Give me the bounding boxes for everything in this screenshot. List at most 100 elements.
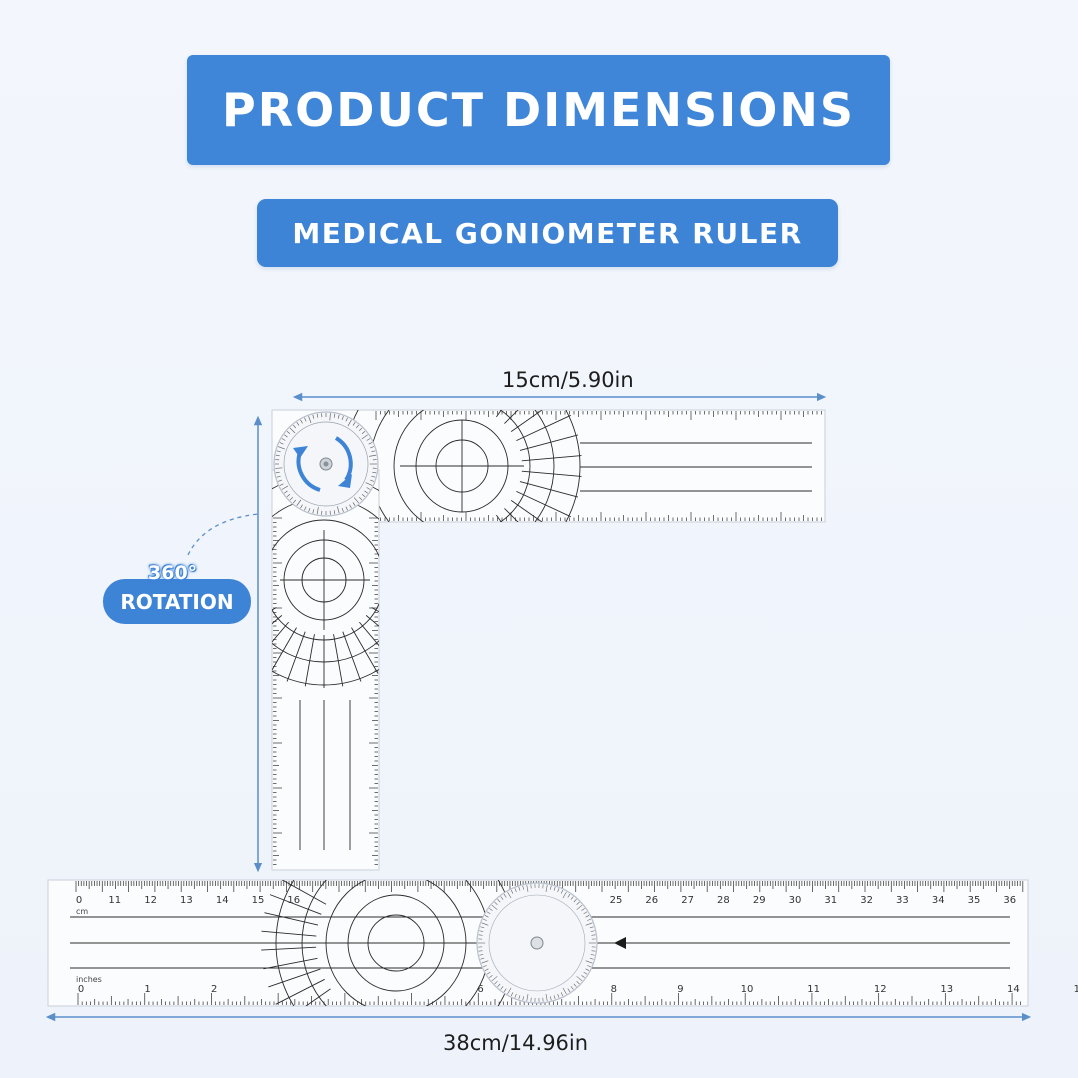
inch-tick-label: 15 <box>1074 984 1078 995</box>
dial-tick <box>500 896 504 900</box>
goniometer-swivel-dial <box>273 411 379 517</box>
dial-tick <box>585 968 590 971</box>
dial-tick <box>275 471 280 474</box>
dial-tick <box>364 490 368 494</box>
cm-tick-label: 31 <box>824 895 837 906</box>
dial-tick <box>352 422 356 426</box>
dial-tick <box>371 450 376 453</box>
long-ruler-protractor-dial <box>476 882 598 1004</box>
dial-tick <box>296 499 302 506</box>
dial-tick <box>486 971 491 975</box>
page-subtitle: MEDICAL GONIOMETER RULER <box>292 216 803 250</box>
pointer-arrow-icon <box>614 937 626 949</box>
inch-tick-label: 6 <box>477 984 483 995</box>
rotation-label: ROTATION <box>120 589 234 614</box>
dial-tick <box>589 926 594 929</box>
rotation-degrees: 360° <box>148 562 198 584</box>
dial-tick <box>289 496 294 501</box>
dial-tick <box>481 922 489 926</box>
dial-tick <box>370 446 375 449</box>
dial-tick <box>489 908 493 911</box>
cm-tick-label: 30 <box>789 895 802 906</box>
dial-tick <box>316 507 319 515</box>
inch-tick-label: 10 <box>741 984 754 995</box>
dial-tick <box>347 419 352 427</box>
dial-tick <box>372 471 377 474</box>
dial-tick <box>526 993 529 1002</box>
cm-tick-label: 33 <box>896 895 909 906</box>
cm-tick-label: 29 <box>753 895 766 906</box>
dial-tick <box>316 413 319 418</box>
dial-tick <box>279 483 284 486</box>
dial-tick <box>349 504 352 509</box>
dial-tick <box>553 886 556 891</box>
dial-tick <box>522 996 524 1001</box>
inch-tick-label: 12 <box>874 984 887 995</box>
dial-tick <box>296 422 300 426</box>
dial-tick <box>590 954 595 956</box>
dial-tick <box>277 479 282 482</box>
rotation-callout-line <box>187 513 259 556</box>
top-width-label: 15cm/5.90in <box>502 368 634 392</box>
dial-tick <box>353 497 360 504</box>
cm-tick-label: 27 <box>681 895 694 906</box>
dial-tick <box>518 886 521 891</box>
dial-tick <box>484 968 489 971</box>
dial-tick <box>369 454 377 457</box>
inch-tick-label: 13 <box>940 984 953 995</box>
cm-tick-label: 0 <box>76 895 82 906</box>
dial-tick <box>573 898 577 903</box>
protractor-line <box>510 410 543 432</box>
protractor-line <box>263 957 318 970</box>
dial-tick <box>557 888 560 893</box>
cm-tick-label: 26 <box>645 895 658 906</box>
dial-tick <box>358 427 363 432</box>
protractor-line <box>510 500 543 522</box>
dial-tick <box>275 467 283 469</box>
dial-tick <box>576 976 583 982</box>
cm-tick-label: 12 <box>144 895 157 906</box>
dial-tick <box>361 493 366 498</box>
dial-tick <box>491 904 498 910</box>
dial-tick <box>284 490 288 494</box>
dial-tick <box>560 889 564 894</box>
bottom-width-label: 38cm/14.96in <box>443 1031 589 1055</box>
cm-tick-label: 14 <box>216 895 229 906</box>
cm-tick-label: 35 <box>968 895 981 906</box>
goniometer-left-arm <box>271 469 380 871</box>
dial-tick <box>562 891 567 899</box>
dial-tick <box>526 884 529 893</box>
dial-tick <box>371 475 376 478</box>
dial-tick <box>345 417 348 422</box>
protractor-line <box>286 631 306 682</box>
dial-tick <box>289 427 296 434</box>
dial-tick <box>368 442 373 445</box>
dial-tick <box>510 992 514 997</box>
dial-tick <box>557 993 560 998</box>
dial-tick <box>494 901 498 906</box>
dial-tick <box>486 911 491 915</box>
dial-tick <box>478 950 483 952</box>
dial-tick <box>279 442 284 445</box>
subtitle-banner: MEDICAL GONIOMETER RULER <box>257 199 838 267</box>
protractor-line <box>264 912 319 926</box>
inch-tick-label: 14 <box>1007 984 1020 995</box>
dial-tick <box>491 976 498 982</box>
dial-tick <box>276 450 281 453</box>
protractor-line <box>504 410 519 424</box>
dial-tick <box>573 983 577 988</box>
protractor-line <box>519 434 579 451</box>
dial-tick <box>507 987 512 995</box>
cm-tick-label: 28 <box>717 895 730 906</box>
protractor-line <box>496 514 502 522</box>
dial-tick <box>479 954 484 956</box>
dial-tick <box>355 424 360 429</box>
dial-tick <box>286 430 291 435</box>
dial-tick <box>361 434 368 440</box>
dial-tick <box>300 419 303 424</box>
dial-tick <box>583 971 588 975</box>
protractor-line <box>521 455 582 462</box>
dial-tick <box>276 475 281 478</box>
rotation-badge: ROTATION <box>103 579 251 624</box>
